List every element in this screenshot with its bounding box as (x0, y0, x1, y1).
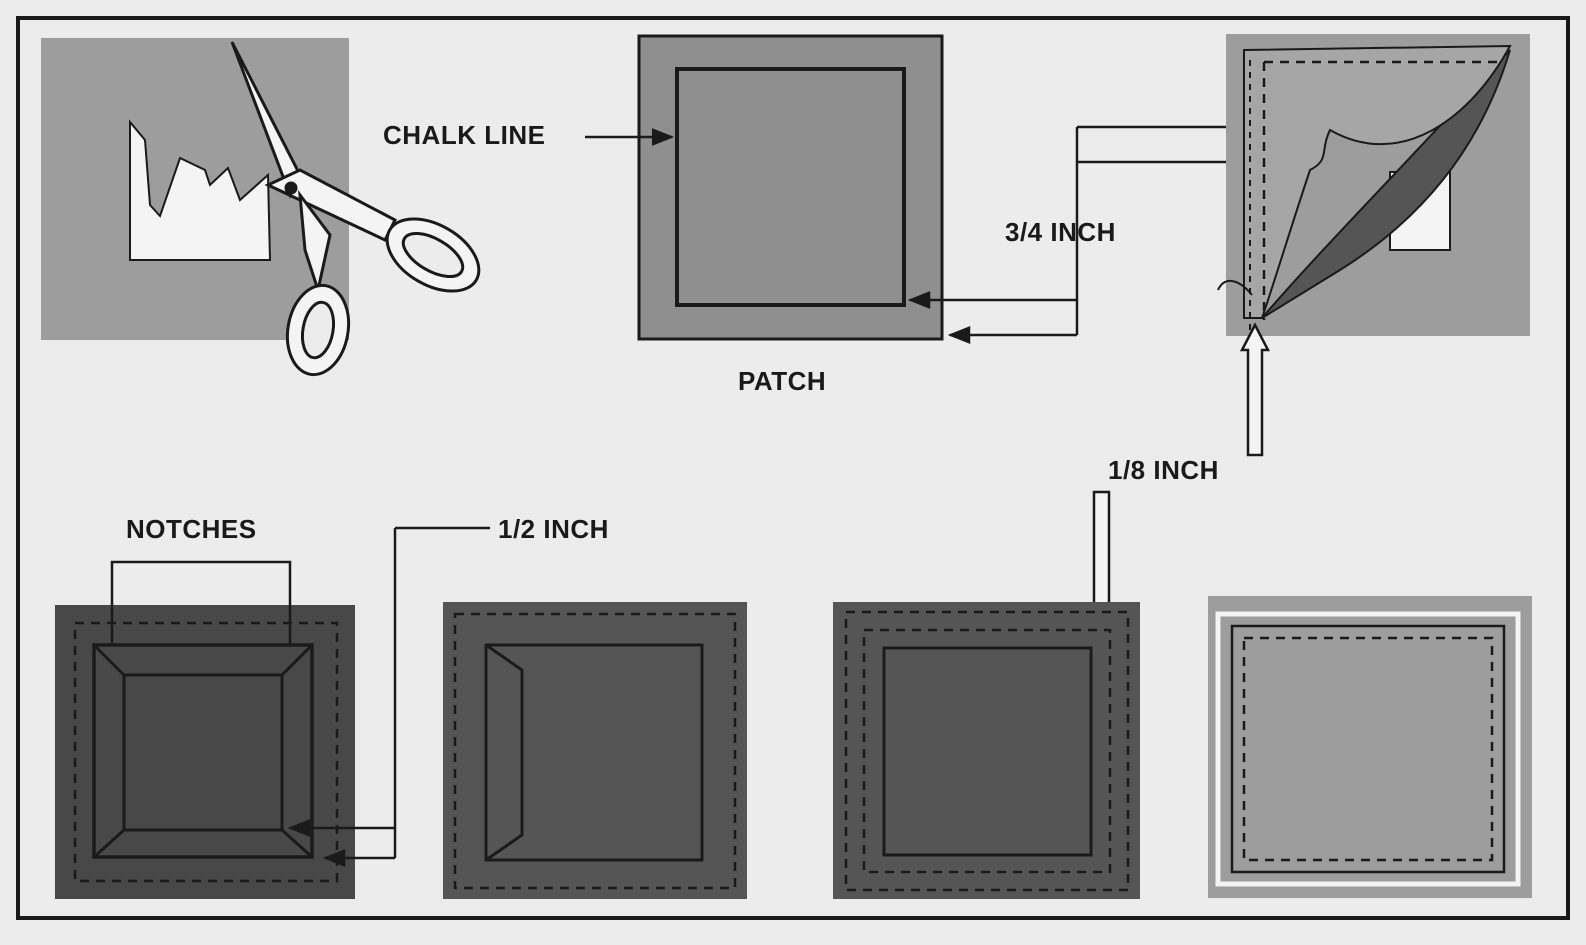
panel-stitched-patch (833, 602, 1140, 899)
folded-edge-stitching (1262, 60, 1500, 320)
one-half-inch-label: 1/2 INCH (498, 514, 609, 544)
stitch-line-outer (73, 621, 339, 883)
one-half-inch-leader (287, 526, 490, 867)
stitch-line-outer (844, 610, 1130, 892)
garment-fabric (1208, 596, 1532, 898)
patch-opening-inner (122, 673, 284, 832)
patch-opening (484, 643, 704, 862)
patch-label: PATCH (738, 366, 827, 396)
one-eighth-inch-markers (1092, 322, 1271, 617)
finished-stitching (1242, 636, 1494, 862)
patch-opening (882, 646, 1093, 857)
notches-bracket (110, 560, 292, 645)
finished-outline (1215, 611, 1521, 887)
panel-notches (55, 560, 355, 899)
stitch-line (453, 612, 737, 890)
patch-fabric (637, 34, 944, 341)
notches-label: NOTCHES (126, 514, 257, 544)
stitch-line-inner (862, 628, 1112, 874)
panel-patch (585, 34, 944, 341)
notch-corners (92, 643, 314, 859)
patch-opening-outer (92, 643, 314, 859)
chalk-line-square (675, 67, 906, 307)
loose-thread (1217, 280, 1253, 296)
panel-cut-damage (41, 38, 481, 377)
panel-fold-edges (443, 602, 747, 899)
scissors-icon (230, 41, 481, 377)
folded-side (485, 643, 524, 862)
cut-hole (129, 119, 272, 261)
panel-folded-patch (1217, 34, 1530, 336)
three-quarter-inch-label: 3/4 INCH (1005, 217, 1116, 247)
one-eighth-inch-label: 1/8 INCH (1108, 455, 1219, 485)
panel-finished-patch (1208, 596, 1532, 898)
finished-inner-outline (1230, 624, 1506, 874)
patch-front (1243, 44, 1512, 319)
chalk-line-label: CHALK LINE (383, 120, 546, 150)
